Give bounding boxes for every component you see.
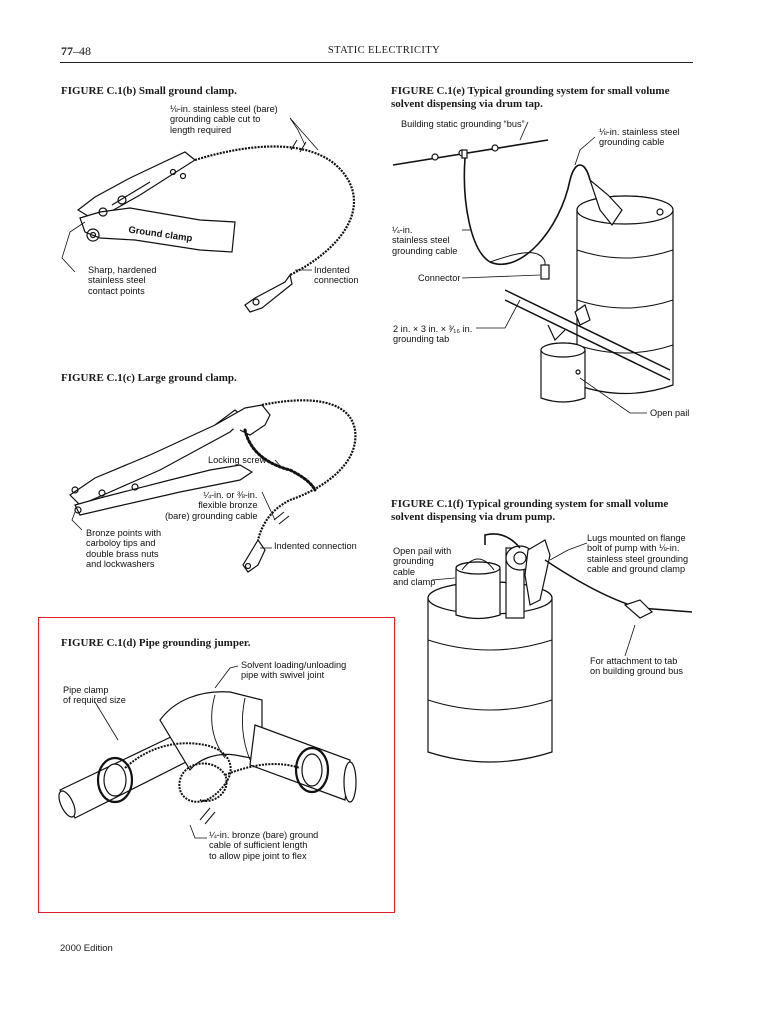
running-head: STATIC ELECTRICITY	[327, 45, 441, 56]
page-number: 77–48	[61, 44, 91, 58]
label-c1f-open-pail: Open pail with grounding cable and clamp	[393, 546, 452, 588]
figure-c1e-caption: FIGURE C.1(e) Typical grounding system f…	[391, 85, 670, 110]
label-c1b-indented: Indented connection	[314, 265, 359, 286]
edition-footer: 2000 Edition	[60, 943, 113, 954]
figure-c1f-caption: FIGURE C.1(f) Typical grounding system f…	[391, 498, 669, 523]
label-c1e-stainless-cable-top: ⅛-in. stainless steel grounding cable	[599, 127, 680, 148]
label-c1c-cable: ¼-in. or ⅜-in. flexible bronze (bare) gr…	[165, 490, 258, 521]
label-c1e-connector: Connector	[418, 273, 461, 283]
label-c1f-attachment: For attachment to tab on building ground…	[590, 656, 683, 677]
figure-c1c-caption: FIGURE C.1(c) Large ground clamp.	[61, 372, 237, 384]
figure-c1d-highlight-box	[38, 617, 395, 913]
label-c1c-indented: Indented connection	[274, 541, 357, 551]
label-c1c-locking-screw: Locking screw	[208, 455, 267, 465]
header-rule	[60, 62, 693, 63]
label-c1b-contact-points: Sharp, hardened stainless steel contact …	[88, 265, 157, 296]
label-c1b-cable: ⅛-in. stainless steel (bare) grounding c…	[170, 104, 278, 135]
label-c1c-bronze-points: Bronze points with carboloy tips and dou…	[86, 528, 162, 570]
label-c1e-bus: Building static grounding “bus”	[401, 119, 525, 129]
figure-c1d-caption: FIGURE C.1(d) Pipe grounding jumper.	[61, 637, 251, 649]
label-c1f-lugs: Lugs mounted on flange bolt of pump with…	[587, 533, 689, 575]
label-c1d-pipe-clamp: Pipe clamp of required size	[63, 685, 126, 706]
label-c1e-tab: 2 in. × 3 in. × ³⁄₁₆ in. grounding tab	[393, 324, 473, 345]
label-c1e-open-pail: Open pail	[650, 408, 690, 418]
label-c1e-stainless-cable-left: ¼-in. stainless steel grounding cable	[392, 225, 458, 256]
label-c1d-solvent-pipe: Solvent loading/unloading pipe with swiv…	[241, 660, 347, 681]
label-c1d-bronze-cable: ¼-in. bronze (bare) ground cable of suff…	[209, 830, 319, 861]
figure-c1b-caption: FIGURE C.1(b) Small ground clamp.	[61, 85, 237, 97]
